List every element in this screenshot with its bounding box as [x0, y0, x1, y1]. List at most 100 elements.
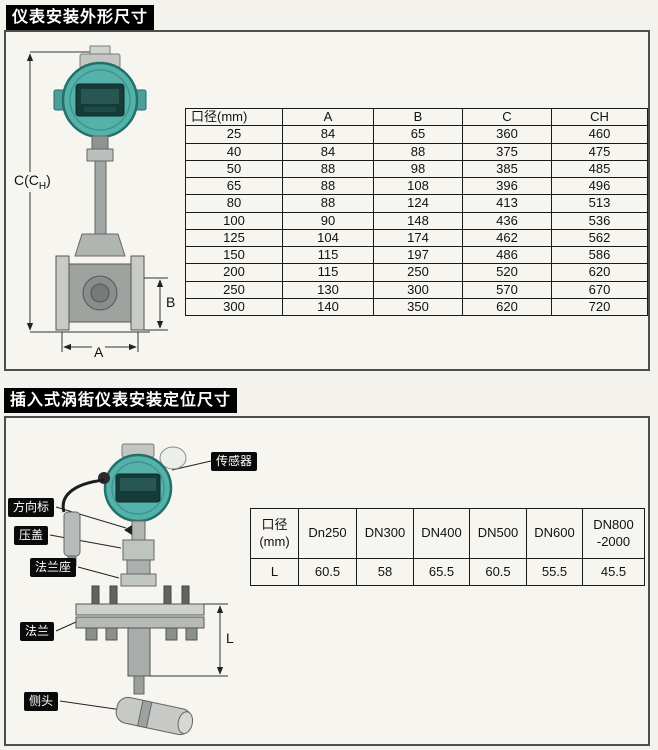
table-cell: 174: [373, 228, 463, 248]
spare-sensor-body: [63, 511, 81, 557]
table-cell: 125: [185, 228, 283, 248]
table-cell: 485: [551, 159, 648, 179]
column-header: DN300: [356, 508, 414, 559]
insertion-pipe: [127, 627, 151, 677]
table-cell: 40: [185, 142, 283, 161]
table-cell: 413: [462, 194, 552, 213]
cable-gland-2: [98, 472, 110, 484]
table-cell: 486: [462, 245, 552, 265]
column-header: DN500: [469, 508, 527, 559]
table-cell: 350: [373, 297, 463, 317]
flange-studs: [91, 585, 190, 605]
table-cell: 104: [282, 228, 374, 248]
table-cell: 520: [462, 263, 552, 282]
table-cell: 90: [282, 211, 374, 230]
table-cell: 513: [551, 194, 648, 213]
table-cell: 250: [185, 280, 283, 299]
column-header: DN400: [413, 508, 470, 559]
table-cell: 65: [185, 176, 283, 196]
table-cell: 670: [551, 280, 648, 299]
dim-label-c-text: C(C: [14, 172, 39, 188]
table-cell: 84: [282, 125, 374, 144]
transmitter-head-2: [98, 443, 187, 523]
callout-sensor: 传感器: [211, 452, 258, 472]
insertion-rod: [131, 520, 146, 541]
section2-title: 插入式涡街仪表安装定位尺寸: [4, 388, 238, 414]
table-cell: 586: [551, 245, 648, 265]
flange-right: [130, 255, 145, 331]
table-cell: 88: [373, 142, 463, 161]
table-cell: 88: [282, 176, 374, 196]
dim-label-l: L: [224, 630, 236, 646]
callout-leader-lines: [49, 460, 212, 711]
table-cell: 620: [551, 263, 648, 282]
table-cell: 55.5: [526, 558, 583, 586]
dim-label-c: C(CH): [12, 172, 53, 192]
table-cell: 80: [185, 194, 283, 213]
table-cell: 108: [373, 176, 463, 196]
table-cell: 115: [282, 245, 374, 265]
insertion-rod-assembly: [120, 520, 157, 587]
table-cell: 124: [373, 194, 463, 213]
table-cell: 130: [282, 280, 374, 299]
table-cell: 60.5: [298, 558, 357, 586]
direction-pointer: [124, 525, 132, 535]
callout-flange: 法兰: [20, 622, 55, 642]
hex-fitting: [86, 148, 114, 162]
table-cell: 200: [185, 263, 283, 282]
column-header: A: [282, 107, 374, 127]
table-cell: 100: [185, 211, 283, 230]
table-cell: 496: [551, 176, 648, 196]
table-cell: 115: [282, 263, 374, 282]
flange-seat-fitting: [120, 573, 157, 587]
table-cell: 620: [462, 297, 552, 317]
table-cell: 396: [462, 176, 552, 196]
dim-label-a: A: [92, 344, 106, 360]
column-header: DN800-2000: [582, 508, 645, 559]
callout-direction-flag: 方向标: [8, 498, 55, 518]
table-cell: 58: [356, 558, 414, 586]
table-cell: 250: [373, 263, 463, 282]
table-cell: 720: [551, 297, 648, 317]
table-cell: 536: [551, 211, 648, 230]
neck-tube: [74, 135, 126, 257]
callout-flange-seat: 法兰座: [30, 558, 77, 578]
insertion-flowmeter-drawing: [49, 443, 228, 736]
support-bracket: [74, 233, 126, 257]
table-cell: 562: [551, 228, 648, 248]
table-cell: 60.5: [469, 558, 527, 586]
probe-head: [115, 675, 194, 736]
dome-cap: [159, 446, 187, 470]
column-header: B: [373, 107, 463, 127]
column-header: 口径(mm): [185, 107, 283, 127]
column-header: Dn250: [298, 508, 357, 559]
table-cell: 300: [185, 297, 283, 317]
table-cell: 140: [282, 297, 374, 317]
dimension-l-lines: [150, 603, 228, 677]
column-header: 口径(mm): [250, 508, 299, 559]
callout-probe: 侧头: [24, 692, 59, 712]
table-cell: 88: [282, 159, 374, 179]
table-cell: 148: [373, 211, 463, 230]
flowmeter-outline-drawing: [26, 45, 168, 352]
dimension-b-lines: [144, 277, 168, 331]
table-cell: 150: [185, 245, 283, 265]
gland-nut: [122, 539, 155, 561]
table-cell: 375: [462, 142, 552, 161]
dim-label-c-subscript: H: [38, 180, 47, 192]
